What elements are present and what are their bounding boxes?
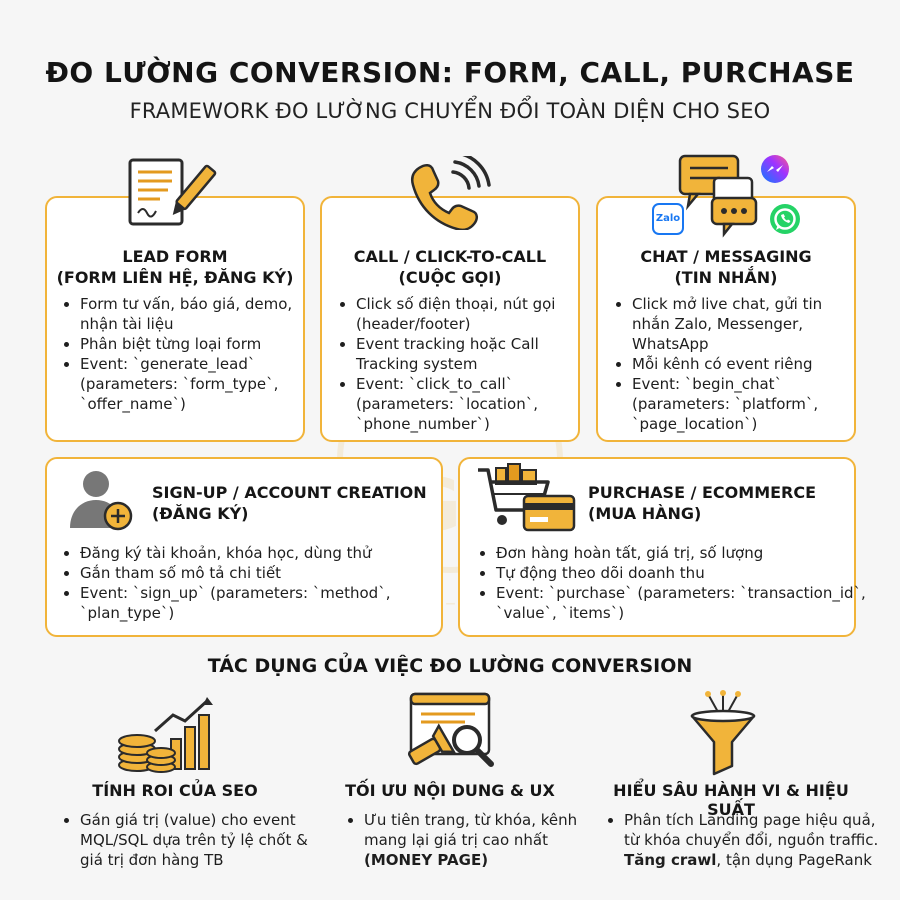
sign-up-card: [45, 457, 443, 637]
chat-card: [596, 196, 856, 442]
purchase-bullets: Đơn hàng hoàn tất, giá trị, số lượng Tự …: [478, 543, 866, 623]
coins-chart-icon: [118, 697, 213, 773]
messenger-icon: [761, 155, 789, 183]
purchase-title-main: PURCHASE / ECOMMERCE: [588, 483, 817, 502]
sign-up-title: SIGN-UP / ACCOUNT CREATION (ĐĂNG KÝ): [152, 482, 437, 524]
lead-form-bullets: Form tư vấn, báo giá, demo, nhận tài liệ…: [62, 294, 312, 414]
call-bullets: Click số điện thoại, nút gọi (header/foo…: [338, 294, 588, 434]
behavior-title: HIỂU SÂU HÀNH VI & HIỆU SUẤT: [613, 781, 849, 819]
document-pen-icon: [128, 158, 217, 226]
crawl-label: Tăng crawl: [624, 851, 717, 869]
zalo-icon: Zalo: [652, 203, 684, 235]
purchase-title-sub: (MUA HÀNG): [588, 504, 702, 523]
behavior-tail: , tận dụng PageRank: [716, 851, 872, 869]
page-subtitle: FRAMEWORK ĐO LƯỜNG CHUYỂN ĐỔI TOÀN DIỆN …: [129, 99, 771, 123]
list-item: Event: `click_to_call` (parameters: `loc…: [356, 374, 588, 434]
list-item: Tự động theo dõi doanh thu: [496, 563, 866, 583]
chat-bullets: Click mở live chat, gửi tin nhắn Zalo, M…: [614, 294, 864, 434]
purchase-title: PURCHASE / ECOMMERCE (MUA HÀNG): [588, 482, 850, 524]
chat-title-main: CHAT / MESSAGING: [640, 247, 812, 266]
list-item: Ưu tiên trang, từ khóa, kênh mang lại gi…: [364, 810, 594, 870]
list-item: Event: `purchase` (parameters: `transact…: [496, 583, 866, 623]
behavior-text: Phân tích Landing page hiệu quả, từ khóa…: [624, 811, 879, 849]
funnel-icon: [690, 690, 756, 776]
lead-form-title-main: LEAD FORM: [122, 247, 228, 266]
ux-title: TỐI ƯU NỘI DUNG & UX: [345, 781, 555, 800]
list-item: Phân tích Landing page hiệu quả, từ khóa…: [624, 810, 886, 870]
page-title: ĐO LƯỜNG CONVERSION: FORM, CALL, PURCHAS…: [45, 56, 855, 89]
list-item: Event: `sign_up` (parameters: `method`, …: [80, 583, 452, 623]
purchase-card: [458, 457, 856, 637]
list-item: Đăng ký tài khoản, khóa học, dùng thử: [80, 543, 452, 563]
sign-up-title-main: SIGN-UP / ACCOUNT CREATION: [152, 483, 427, 502]
call-card: [320, 196, 580, 442]
list-item: Phân biệt từng loại form: [80, 334, 312, 354]
roi-bullets: Gán giá trị (value) cho event MQL/SQL dự…: [62, 810, 320, 870]
ux-text: Ưu tiên trang, từ khóa, kênh mang lại gi…: [364, 811, 578, 849]
lead-form-card: [45, 196, 305, 442]
list-item: Đơn hàng hoàn tất, giá trị, số lượng: [496, 543, 866, 563]
list-item: Event: `begin_chat` (parameters: `platfo…: [632, 374, 864, 434]
list-item: Click số điện thoại, nút gọi (header/foo…: [356, 294, 588, 334]
roi-title: TÍNH ROI CỦA SEO: [92, 781, 258, 800]
chat-title-sub: (TIN NHẮN): [674, 268, 778, 287]
money-page-label: (MONEY PAGE): [364, 851, 489, 869]
list-item: Event tracking hoặc Call Tracking system: [356, 334, 588, 374]
chat-bubbles-icon: [678, 154, 758, 238]
call-title-main: CALL / CLICK-TO-CALL: [353, 247, 547, 266]
list-item: Click mở live chat, gửi tin nhắn Zalo, M…: [632, 294, 864, 354]
sign-up-title-sub: (ĐĂNG KÝ): [152, 504, 249, 523]
list-item: Mỗi kênh có event riêng: [632, 354, 864, 374]
phone-icon: [411, 156, 491, 230]
list-item: Gán giá trị (value) cho event MQL/SQL dự…: [80, 810, 320, 870]
lead-form-title-sub: (FORM LIÊN HỆ, ĐĂNG KÝ): [56, 268, 294, 287]
list-item: Event: `generate_lead` (parameters: `for…: [80, 354, 312, 414]
list-item: Form tư vấn, báo giá, demo, nhận tài liệ…: [80, 294, 312, 334]
ux-bullets: Ưu tiên trang, từ khóa, kênh mang lại gi…: [346, 810, 594, 870]
shopping-cart-card-icon: [478, 463, 576, 532]
lead-form-title: LEAD FORM (FORM LIÊN HỆ, ĐĂNG KÝ): [45, 246, 305, 288]
list-item: Gắn tham số mô tả chi tiết: [80, 563, 452, 583]
sign-up-bullets: Đăng ký tài khoản, khóa học, dùng thử Gắ…: [62, 543, 452, 623]
call-title: CALL / CLICK-TO-CALL (CUỘC GỌI): [320, 246, 580, 288]
whatsapp-icon: [770, 204, 800, 234]
benefits-section-title: TÁC DỤNG CỦA VIỆC ĐO LƯỜNG CONVERSION: [207, 655, 693, 677]
zalo-label: Zalo: [655, 213, 681, 224]
behavior-bullets: Phân tích Landing page hiệu quả, từ khóa…: [606, 810, 886, 870]
chat-title: CHAT / MESSAGING (TIN NHẮN): [596, 246, 856, 288]
add-user-icon: [70, 471, 133, 531]
call-title-sub: (CUỘC GỌI): [398, 268, 502, 287]
browser-search-icon: [407, 692, 494, 767]
